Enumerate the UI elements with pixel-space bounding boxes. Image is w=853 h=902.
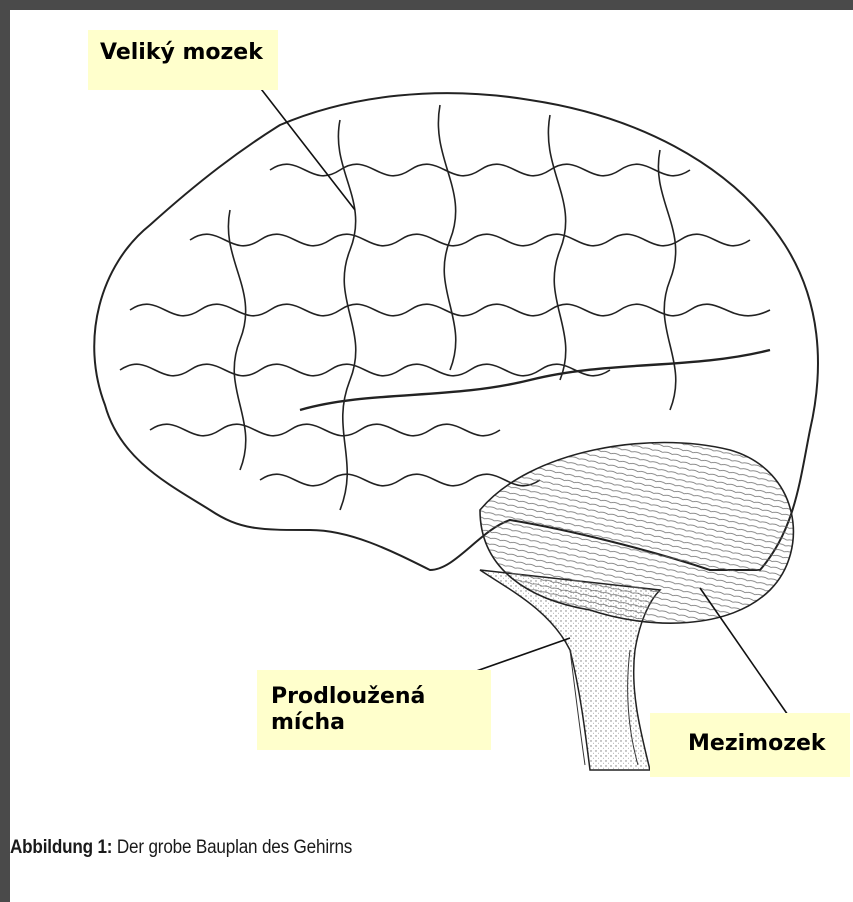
- label-cerebrum-text: Veliký mozek: [100, 40, 263, 65]
- caption-prefix: Abbildung 1:: [10, 837, 112, 858]
- figure-frame: Veliký mozek Prodloužená mícha Mezimozek…: [10, 10, 853, 902]
- caption-text: Der grobe Bauplan des Gehirns: [112, 837, 352, 858]
- figure-caption: Abbildung 1: Der grobe Bauplan des Gehir…: [10, 837, 352, 859]
- label-midbrain: Mezimozek: [650, 713, 850, 777]
- label-medulla: Prodloužená mícha: [257, 670, 491, 750]
- label-medulla-line2: mícha: [271, 710, 491, 736]
- label-cerebrum: Veliký mozek: [88, 30, 278, 90]
- label-medulla-line1: Prodloužená: [271, 684, 491, 710]
- label-midbrain-text: Mezimozek: [688, 731, 826, 756]
